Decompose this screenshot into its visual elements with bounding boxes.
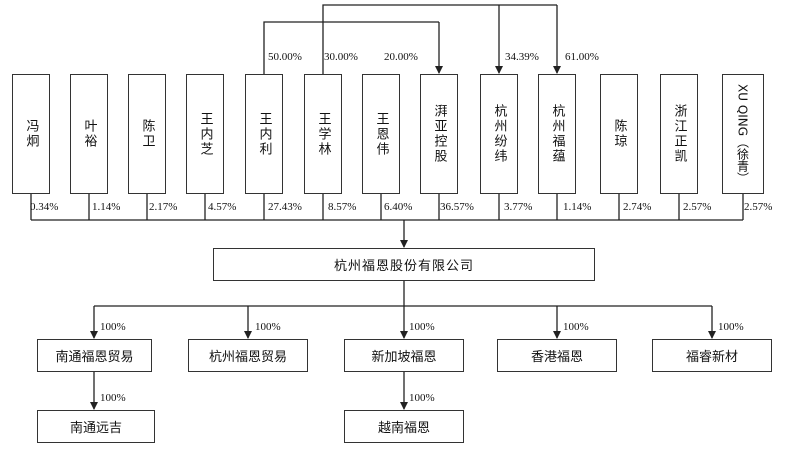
holding-percent-label: 61.00%: [565, 51, 599, 63]
shareholding-percent: 1.14%: [563, 201, 592, 213]
shareholding-percent: 2.74%: [623, 201, 652, 213]
shareholder-name: 陈卫: [139, 119, 155, 149]
shareholder-box: 王内利: [245, 74, 283, 194]
holding-percent-label: 50.00%: [268, 51, 302, 63]
subsidiary-percent: 100%: [255, 321, 281, 333]
shareholder-name: 杭州纷纬: [491, 104, 507, 164]
subsidiary-percent: 100%: [100, 392, 126, 404]
subsidiary-percent: 100%: [409, 321, 435, 333]
subsidiary-box: 新加坡福恩: [344, 339, 464, 372]
shareholder-name: 陈琼: [611, 119, 627, 149]
shareholder-box: 王恩伟: [362, 74, 400, 194]
shareholder-box: XU QING（徐青）: [722, 74, 764, 194]
shareholder-box: 杭州福蕴: [538, 74, 576, 194]
subsidiary-name: 越南福恩: [377, 421, 430, 436]
subsidiary-box: 南通福恩贸易: [37, 339, 152, 372]
subsidiary-box: 杭州福恩贸易: [188, 339, 308, 372]
shareholder-name: 冯炯: [23, 119, 39, 149]
shareholder-name: XU QING（徐青）: [735, 83, 750, 185]
holding-percent-label: 20.00%: [384, 51, 418, 63]
subsidiary-box: 香港福恩: [497, 339, 617, 372]
shareholding-percent: 0.34%: [30, 201, 59, 213]
shareholding-percent: 36.57%: [440, 201, 474, 213]
shareholder-name: 杭州福蕴: [549, 104, 565, 164]
subsidiary-name: 南通远吉: [69, 421, 122, 436]
holding-percent-label: 34.39%: [505, 51, 539, 63]
holding-percent-label: 30.00%: [324, 51, 358, 63]
shareholder-box: 叶裕: [70, 74, 108, 194]
company-box: 杭州福恩股份有限公司: [213, 248, 595, 281]
shareholder-name: 王内芝: [197, 111, 213, 157]
shareholder-name: 王恩伟: [373, 111, 389, 157]
subsidiary-name: 福睿新材: [685, 350, 738, 365]
shareholder-name: 王学林: [315, 111, 331, 157]
company-name: 杭州福恩股份有限公司: [333, 259, 474, 274]
subsidiary-name: 杭州福恩贸易: [208, 350, 287, 365]
shareholder-box: 杭州纷纬: [480, 74, 518, 194]
shareholding-percent: 8.57%: [328, 201, 357, 213]
shareholding-percent: 1.14%: [92, 201, 121, 213]
shareholding-percent: 2.57%: [683, 201, 712, 213]
shareholding-percent: 27.43%: [268, 201, 302, 213]
shareholding-percent: 6.40%: [384, 201, 413, 213]
holding-frame-line: [263, 21, 439, 74]
subsidiary-name: 新加坡福恩: [371, 350, 437, 365]
subsidiary-name: 香港福恩: [530, 350, 583, 365]
shareholder-name: 王内利: [256, 111, 272, 157]
shareholding-percent: 3.77%: [504, 201, 533, 213]
subsidiary-percent: 100%: [100, 321, 126, 333]
top-frame-line: [322, 4, 499, 74]
shareholder-box: 王学林: [304, 74, 342, 194]
subsidiary-box: 越南福恩: [344, 410, 464, 443]
subsidiary-name: 南通福恩贸易: [55, 350, 134, 365]
shareholding-percent: 4.57%: [208, 201, 237, 213]
shareholder-name: 湃亚控股: [431, 104, 447, 164]
shareholder-box: 冯炯: [12, 74, 50, 194]
subsidiary-percent: 100%: [718, 321, 744, 333]
subsidiary-percent: 100%: [563, 321, 589, 333]
shareholding-percent: 2.57%: [744, 201, 773, 213]
shareholder-box: 王内芝: [186, 74, 224, 194]
shareholder-box: 浙江正凯: [660, 74, 698, 194]
shareholder-box: 湃亚控股: [420, 74, 458, 194]
shareholder-box: 陈琼: [600, 74, 638, 194]
shareholder-name: 叶裕: [81, 119, 97, 149]
shareholding-percent: 2.17%: [149, 201, 178, 213]
shareholder-box: 陈卫: [128, 74, 166, 194]
subsidiary-box: 福睿新材: [652, 339, 772, 372]
shareholder-name: 浙江正凯: [671, 104, 687, 164]
subsidiary-box: 南通远吉: [37, 410, 155, 443]
subsidiary-percent: 100%: [409, 392, 435, 404]
